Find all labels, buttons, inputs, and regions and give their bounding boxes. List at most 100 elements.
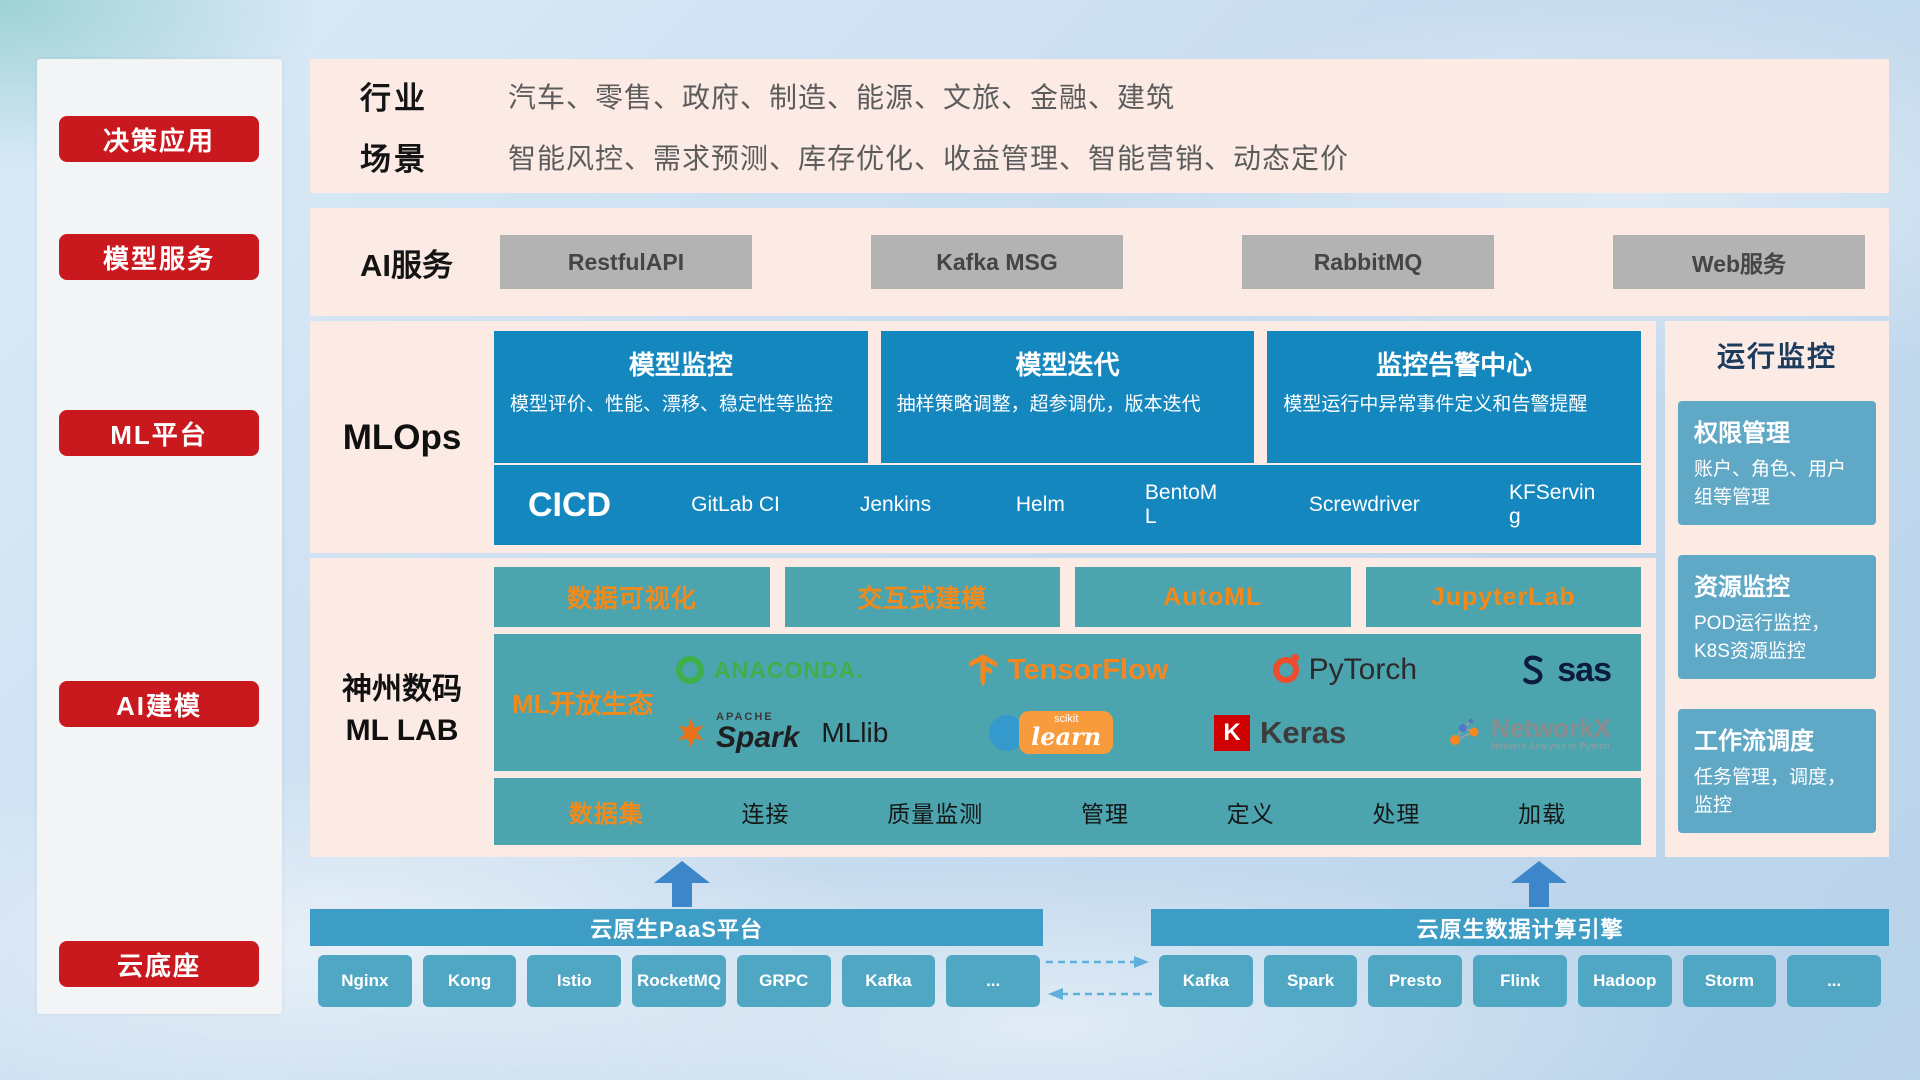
tensorflow-icon xyxy=(969,654,997,687)
spark-icon xyxy=(678,717,704,748)
scikit-learn-logo: scikit learn xyxy=(989,711,1114,755)
kafka-chip: Kafka xyxy=(1159,955,1253,1007)
cicd-bar: CICD GitLab CI Jenkins Helm BentoML Scre… xyxy=(494,465,1641,545)
dataset-item-process: 处理 xyxy=(1372,800,1421,827)
runtime-monitor-title: 运行监控 xyxy=(1716,341,1837,372)
spark-wordmark: APACHE Spark xyxy=(716,712,799,753)
engine-components-row: Kafka Spark Presto Flink Hadoop Storm ..… xyxy=(1159,955,1882,1007)
ai-service-label: AI服务 xyxy=(360,247,453,283)
cicd-title: CICD xyxy=(528,485,612,524)
mon-card-desc: POD运行监控，K8S资源监控 xyxy=(1694,613,1831,662)
kafka-msg-button: Kafka MSG xyxy=(871,235,1123,289)
industry-label: 行业 xyxy=(360,81,428,116)
restfulapi-button: RestfulAPI xyxy=(500,235,752,289)
rabbitmq-button: RabbitMQ xyxy=(1242,235,1494,289)
sidebar-item-model-service: 模型服务 xyxy=(59,234,259,280)
up-arrow-icon xyxy=(1511,861,1567,907)
industry-value: 汽车、零售、政府、制造、能源、文旅、金融、建筑 xyxy=(508,81,1176,113)
sas-icon xyxy=(1523,655,1543,685)
tool-jupyterlab: JupyterLab xyxy=(1365,567,1641,627)
sas-text: sas xyxy=(1557,650,1612,689)
sas-logo: sas xyxy=(1521,650,1612,690)
networkx-icon xyxy=(1450,718,1479,745)
ml-ecosystem-label: ML开放生态 xyxy=(512,689,654,719)
spark-mllib-logo: APACHE Spark MLlib xyxy=(676,712,888,753)
ai-service-panel: AI服务 RestfulAPI Kafka MSG RabbitMQ Web服务 xyxy=(310,208,1889,316)
pytorch-text: PyTorch xyxy=(1308,653,1418,687)
keras-text: Keras xyxy=(1260,714,1347,750)
anaconda-logo: ANACONDA. xyxy=(676,656,864,685)
mllib-text: MLlib xyxy=(821,716,889,748)
nginx-chip: Nginx xyxy=(318,955,412,1007)
networkx-text: NetworkX xyxy=(1491,712,1611,743)
scene-row: 场景 智能风控、需求预测、库存优化、收益管理、智能营销、动态定价 xyxy=(360,134,1889,179)
model-monitoring-card: 模型监控 模型评价、性能、漂移、稳定性等监控 xyxy=(494,331,868,463)
card-desc: 模型运行中异常事件定义和告警提醒 xyxy=(1283,394,1588,415)
mon-card-title: 权限管理 xyxy=(1694,420,1790,447)
data-engine-bar: 云原生数据计算引擎 xyxy=(1151,909,1889,946)
sidebar-item-cloud-base: 云底座 xyxy=(59,941,259,987)
tensorflow-logo: TensorFlow xyxy=(968,653,1169,687)
spark-apache-text: APACHE xyxy=(716,711,774,724)
mllab-label: 神州数码 ML LAB xyxy=(310,567,494,845)
web-service-button: Web服务 xyxy=(1613,235,1865,289)
scene-label: 场景 xyxy=(360,142,428,177)
cicd-item-jenkins: Jenkins xyxy=(859,492,932,516)
mon-card-title: 资源监控 xyxy=(1694,574,1790,602)
dataset-item-quality: 质量监测 xyxy=(887,800,984,827)
paas-platform-bar: 云原生PaaS平台 xyxy=(310,909,1043,946)
mon-card-title: 工作流调度 xyxy=(1694,728,1814,756)
learn-text: learn xyxy=(1031,722,1102,752)
logo-row-1: ANACONDA. TensorFlow PyTorch sas xyxy=(664,651,1623,690)
mllab-tools-row: 数据可视化 交互式建模 AutoML JupyterLab xyxy=(494,567,1641,627)
mon-card-desc: 账户、角色、用户组等管理 xyxy=(1694,459,1847,508)
sidebar-item-decision-apps: 决策应用 xyxy=(59,116,259,162)
ml-ecosystem-box: ML开放生态 ANACONDA. TensorFlow xyxy=(494,634,1641,771)
presto-chip: Presto xyxy=(1368,955,1463,1007)
alert-center-card: 监控告警中心 模型运行中异常事件定义和告警提醒 xyxy=(1267,331,1642,463)
storm-chip: Storm xyxy=(1682,955,1777,1007)
mlops-cards: 模型监控 模型评价、性能、漂移、稳定性等监控 模型迭代 抽样策略调整，超参调优，… xyxy=(494,331,1642,463)
scikit-learn-badge: scikit learn xyxy=(1019,711,1114,755)
up-arrow-icon xyxy=(654,861,710,907)
dashed-arrow-icon xyxy=(1046,956,1152,1000)
mon-card-desc: 任务管理，调度，监控 xyxy=(1694,767,1847,816)
cicd-item-helm: Helm xyxy=(1015,492,1065,516)
dataset-item-manage: 管理 xyxy=(1080,800,1129,827)
dataset-label: 数据集 xyxy=(568,801,644,828)
tool-automl: AutoML xyxy=(1075,567,1351,627)
sidebar-item-ml-platform: ML平台 xyxy=(59,410,259,456)
cicd-item-bentoml: BentoML xyxy=(1144,480,1218,528)
dataset-item-connect: 连接 xyxy=(741,800,790,827)
data-engine-title: 云原生数据计算引擎 xyxy=(1416,916,1624,942)
tool-interactive-modeling: 交互式建模 xyxy=(784,567,1060,627)
card-desc: 抽样策略调整，超参调优，版本迭代 xyxy=(896,394,1201,415)
dataset-item-define: 定义 xyxy=(1226,800,1275,827)
tensorflow-text: TensorFlow xyxy=(1007,653,1169,686)
kong-chip: Kong xyxy=(422,955,517,1007)
networkx-logo: NetworkX Network Analysis in Python xyxy=(1447,712,1611,752)
mllab-label-line1: 神州数码 xyxy=(342,673,462,706)
more-chip: ... xyxy=(946,955,1041,1007)
rocketmq-chip: RocketMQ xyxy=(632,955,726,1007)
card-title: 模型迭代 xyxy=(1015,350,1120,380)
ecosystem-logos: ANACONDA. TensorFlow PyTorch sas xyxy=(664,640,1623,765)
ai-service-buttons: RestfulAPI Kafka MSG RabbitMQ Web服务 xyxy=(500,235,1865,289)
paas-components-row: Nginx Kong Istio RocketMQ GRPC Kafka ... xyxy=(318,955,1041,1007)
card-title: 监控告警中心 xyxy=(1376,350,1533,380)
dataset-bar: 数据集 连接 质量监测 管理 定义 处理 加载 xyxy=(494,778,1641,845)
kafka-chip: Kafka xyxy=(841,955,936,1007)
cicd-item-screwdriver: Screwdriver xyxy=(1308,492,1420,516)
left-rail: 决策应用 模型服务 ML平台 AI建模 云底座 xyxy=(37,59,282,1014)
tool-data-visualization: 数据可视化 xyxy=(494,567,770,627)
mllab-panel: 神州数码 ML LAB 数据可视化 交互式建模 AutoML JupyterLa… xyxy=(310,558,1656,857)
card-title: 模型监控 xyxy=(628,350,733,380)
mllab-content: 数据可视化 交互式建模 AutoML JupyterLab ML开放生态 ANA… xyxy=(494,567,1641,845)
keras-logo: K Keras xyxy=(1214,714,1347,751)
mlops-panel: MLOps 模型监控 模型评价、性能、漂移、稳定性等监控 模型迭代 抽样策略调整… xyxy=(310,321,1656,553)
anaconda-icon xyxy=(676,656,704,685)
scene-value: 智能风控、需求预测、库存优化、收益管理、智能营销、动态定价 xyxy=(508,142,1350,174)
runtime-monitor-panel: 运行监控 权限管理 账户、角色、用户组等管理 资源监控 POD运行监控，K8S资… xyxy=(1665,321,1889,857)
sidebar-item-ai-modeling: AI建模 xyxy=(59,681,259,727)
mlops-label: MLOps xyxy=(342,418,462,457)
